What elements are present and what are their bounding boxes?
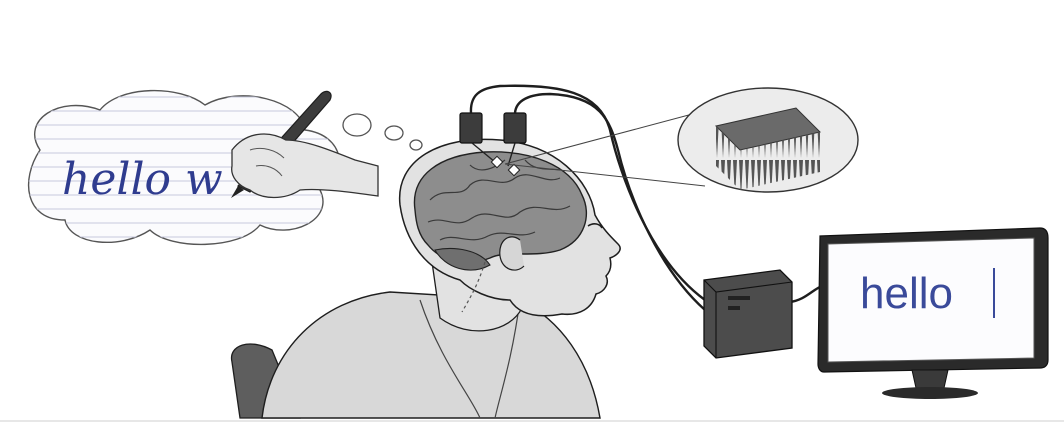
handwritten-text: hello w xyxy=(62,154,223,205)
monitor-base xyxy=(882,387,978,399)
thought-dot-small xyxy=(410,140,422,150)
computer-monitor-cable xyxy=(790,286,822,302)
screen-text: hello xyxy=(860,269,953,318)
connector-left xyxy=(460,113,482,143)
tower-drive-slot xyxy=(728,296,750,300)
thought-bubbles xyxy=(343,114,422,150)
thought-dot-medium xyxy=(385,126,403,140)
connector-right xyxy=(504,113,526,143)
thought-dot-large xyxy=(343,114,371,136)
hand xyxy=(232,134,378,197)
monitor-stand xyxy=(912,370,948,388)
tower-button xyxy=(728,306,740,310)
computer-tower xyxy=(704,270,792,358)
monitor: hello xyxy=(818,228,1048,399)
